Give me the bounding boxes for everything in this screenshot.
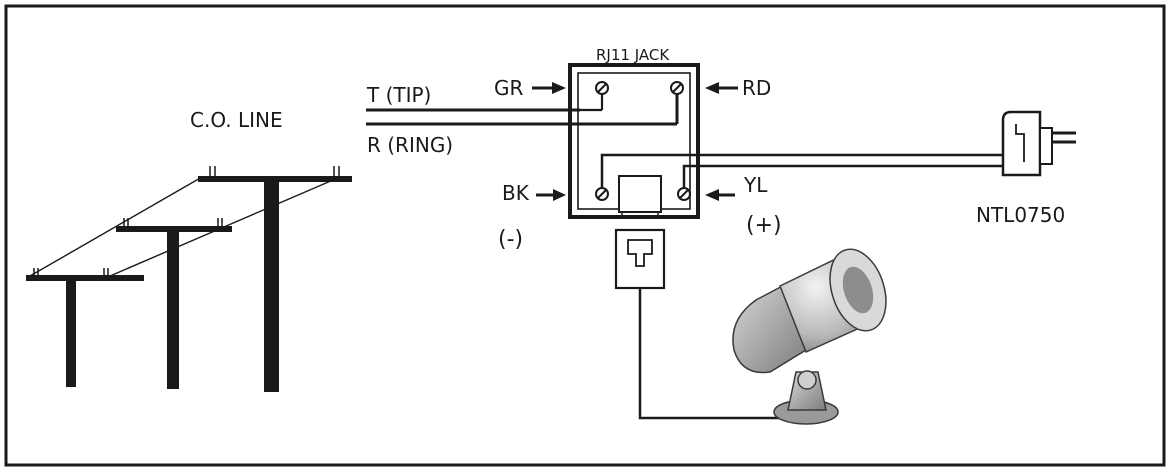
jack-title: RJ11 JACK	[596, 46, 670, 64]
bk-label: BK	[502, 181, 530, 205]
gr-label: GR	[494, 76, 523, 100]
plus-label: (+)	[746, 213, 782, 238]
jack-internal-leads	[580, 94, 604, 112]
arrow-right-icon	[536, 189, 566, 201]
yl-label: YL	[743, 173, 768, 197]
tip-label: T (TIP)	[366, 83, 431, 107]
speaker-plug-icon	[614, 228, 666, 290]
tip-ring-wires	[366, 94, 679, 126]
device-label: NTL0750	[976, 203, 1065, 227]
diagram-border	[4, 4, 1166, 467]
co-line-label: C.O. LINE	[190, 108, 283, 132]
horn-speaker-icon	[732, 248, 887, 425]
ring-label: R (RING)	[367, 133, 453, 157]
minus-label: (-)	[498, 227, 523, 252]
arrow-right-icon	[532, 82, 566, 94]
modular-plug-icon	[1001, 110, 1076, 177]
ntl0750-wires	[600, 153, 1003, 188]
telephone-pole-icon	[26, 166, 352, 392]
rj11-jack-icon	[568, 63, 700, 219]
arrow-left-icon	[705, 82, 738, 94]
rd-label: RD	[742, 76, 771, 100]
speaker-cable	[638, 288, 782, 420]
arrow-left-icon	[705, 189, 735, 201]
